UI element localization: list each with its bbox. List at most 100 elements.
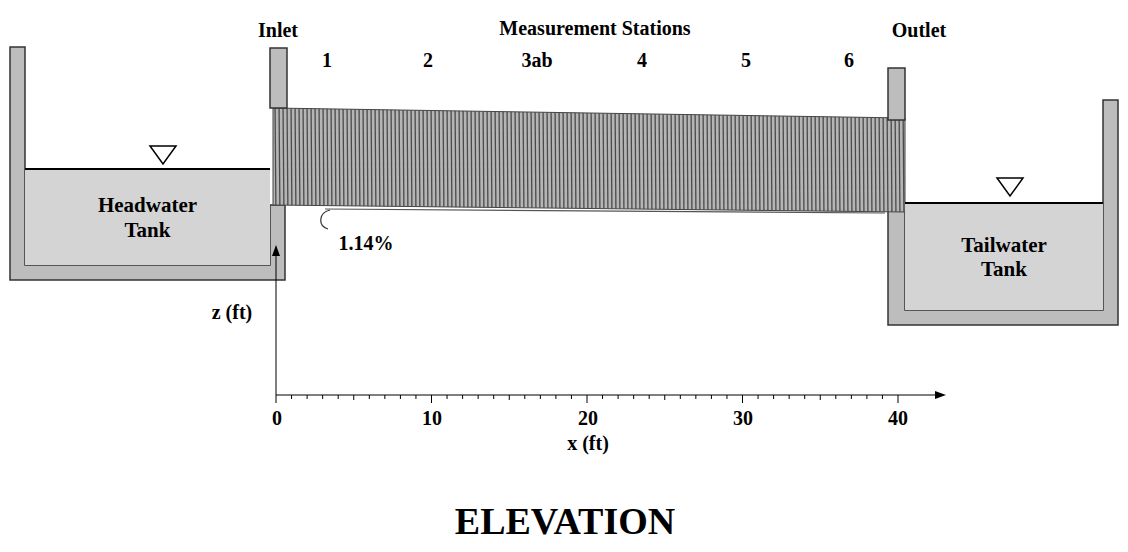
axis-tick — [493, 395, 494, 399]
corrugation-stroke — [399, 100, 400, 220]
station-number: 6 — [844, 49, 854, 71]
corrugation-stroke — [803, 100, 804, 220]
corrugation-stroke — [523, 100, 524, 220]
corrugation-stroke — [843, 100, 844, 220]
corrugation-stroke — [727, 100, 728, 220]
slope-label: 1.14% — [339, 232, 394, 254]
axis-tick-label: 10 — [422, 407, 442, 429]
corrugation-stroke — [395, 100, 396, 220]
corrugation-stroke — [403, 100, 404, 220]
station-number: 5 — [741, 49, 751, 71]
corrugation-stroke — [663, 100, 664, 220]
corrugation-stroke — [731, 100, 732, 220]
corrugation-stroke — [315, 100, 316, 220]
corrugation-stroke — [723, 100, 724, 220]
corrugation-stroke — [311, 100, 312, 220]
axis-tick — [711, 395, 712, 399]
water-level-symbol — [997, 178, 1023, 196]
corrugation-stroke — [675, 100, 676, 220]
corrugation-stroke — [439, 100, 440, 220]
corrugation-stroke — [467, 100, 468, 220]
axis-tick — [618, 395, 619, 399]
corrugation-stroke — [707, 100, 708, 220]
corrugation-stroke — [391, 100, 392, 220]
corrugation-stroke — [371, 100, 372, 220]
corrugation-stroke — [839, 100, 840, 220]
corrugation-stroke — [291, 100, 292, 220]
axis-arrow — [935, 391, 946, 399]
corrugation-stroke — [331, 100, 332, 220]
corrugation-stroke — [343, 100, 344, 220]
corrugation-stroke — [831, 100, 832, 220]
corrugation-stroke — [579, 100, 580, 220]
corrugation-stroke — [351, 100, 352, 220]
corrugation-stroke — [735, 100, 736, 220]
corrugation-stroke — [519, 100, 520, 220]
water-level-symbol — [150, 146, 176, 164]
corrugation-stroke — [775, 100, 776, 220]
corrugation-stroke — [511, 100, 512, 220]
corrugation-stroke — [691, 100, 692, 220]
corrugation-stroke — [847, 100, 848, 220]
corrugation-stroke — [443, 100, 444, 220]
corrugation-stroke — [635, 100, 636, 220]
corrugation-stroke — [715, 100, 716, 220]
corrugation-stroke — [631, 100, 632, 220]
part-label: Outlet — [892, 19, 946, 41]
axis-tick — [571, 395, 572, 399]
corrugation-stroke — [423, 100, 424, 220]
corrugation-stroke — [303, 100, 304, 220]
corrugation-stroke — [603, 100, 604, 220]
tank-wall — [10, 47, 285, 280]
x-axis — [276, 395, 938, 396]
part-label: Inlet — [258, 19, 298, 41]
corrugation-stroke — [615, 100, 616, 220]
corrugation-stroke — [559, 100, 560, 220]
corrugation-stroke — [563, 100, 564, 220]
corrugation-stroke — [583, 100, 584, 220]
corrugation-stroke — [335, 100, 336, 220]
corrugation-stroke — [415, 100, 416, 220]
corrugation-stroke — [711, 100, 712, 220]
inlet-collar — [270, 48, 287, 108]
tank-label: Tailwater Tank — [944, 233, 1064, 281]
axis-title: x (ft) — [567, 432, 609, 454]
corrugation-stroke — [699, 100, 700, 220]
axis-tick — [866, 395, 867, 399]
tank-label: Headwater Tank — [88, 193, 208, 241]
corrugation-stroke — [299, 100, 300, 220]
corrugation-stroke — [287, 100, 288, 220]
axis-tick — [680, 395, 681, 399]
axis-tick-label: 30 — [733, 407, 753, 429]
axis-tick — [291, 395, 292, 399]
corrugation-stroke — [451, 100, 452, 220]
corrugation-stroke — [407, 100, 408, 220]
station-number: 3ab — [521, 49, 552, 71]
corrugation-stroke — [367, 100, 368, 220]
corrugation-stroke — [739, 100, 740, 220]
corrugation-stroke — [679, 100, 680, 220]
corrugation-stroke — [811, 100, 812, 220]
corrugation-stroke — [651, 100, 652, 220]
axis-tick — [353, 395, 354, 400]
corrugation-stroke — [867, 100, 868, 220]
axis-tick — [851, 395, 852, 399]
axis-tick — [415, 395, 416, 399]
corrugation-stroke — [595, 100, 596, 220]
corrugation-stroke — [539, 100, 540, 220]
axis-tick — [649, 395, 650, 399]
axis-tick-label: 40 — [888, 407, 908, 429]
axis-tick — [633, 395, 634, 399]
corrugation-stroke — [667, 100, 668, 220]
axis-tick — [804, 395, 805, 399]
corrugation-stroke — [875, 100, 876, 220]
corrugation-stroke — [863, 100, 864, 220]
axis-tick — [898, 395, 899, 403]
corrugation-stroke — [475, 100, 476, 220]
axis-tick — [555, 395, 556, 399]
corrugation-stroke — [319, 100, 320, 220]
axis-tick — [307, 395, 308, 399]
corrugation-stroke — [551, 100, 552, 220]
corrugation-stroke — [751, 100, 752, 220]
